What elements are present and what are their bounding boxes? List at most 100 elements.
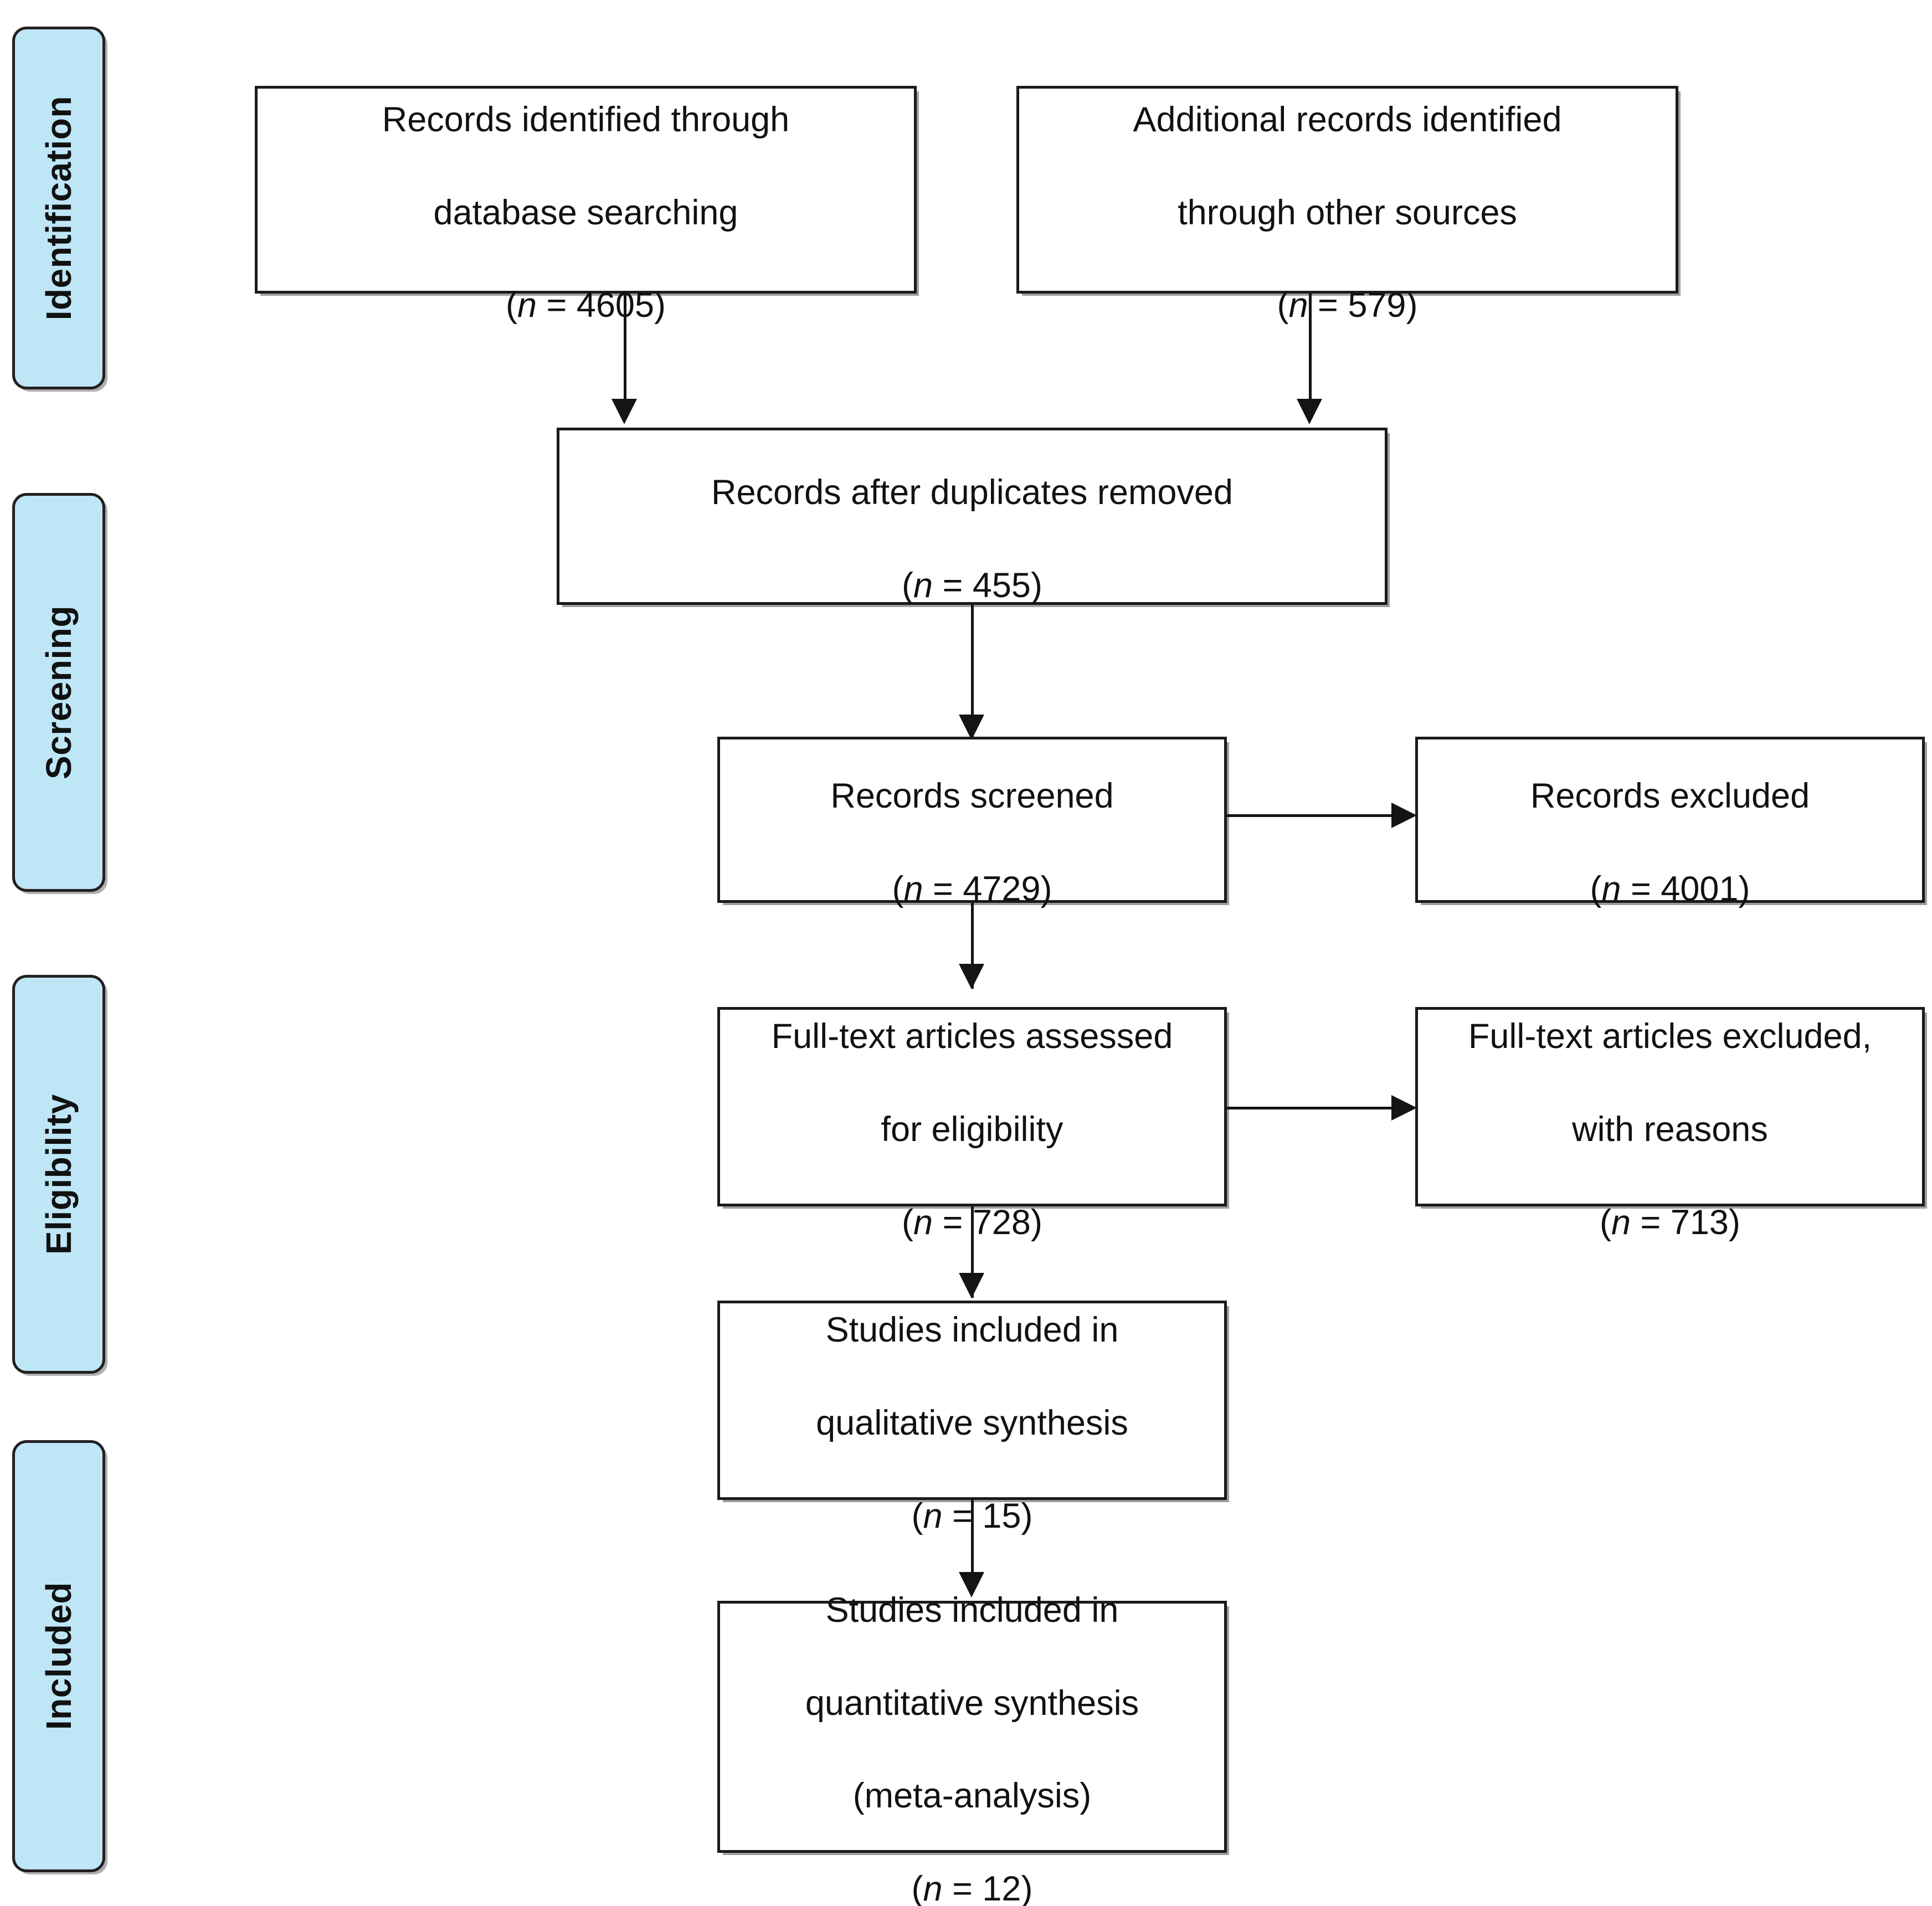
box-studies-included-quantitative-synthesis-text: Studies included in quantitative synthes…: [805, 1541, 1139, 1906]
n-value: 4605: [576, 286, 654, 325]
n-suffix: ): [1040, 869, 1052, 908]
line-2: database searching: [433, 193, 738, 232]
connector-fulltext-to-qualitative-line: [971, 1206, 974, 1298]
box-fulltext-assessed-for-eligibility-text: Full-text articles assessed for eligibil…: [772, 968, 1173, 1246]
stage-label-included: Included: [12, 1440, 105, 1872]
n-symbol: n: [1611, 1203, 1631, 1242]
connector-duplicates-to-screened-arrow: [959, 715, 984, 740]
n-suffix: ): [1728, 1203, 1740, 1242]
box-fulltext-articles-excluded: Full-text articles excluded, with reason…: [1415, 1007, 1925, 1242]
line-1: Records identified through: [382, 100, 790, 139]
n-suffix: ): [1406, 286, 1418, 325]
n-value: 4001: [1661, 869, 1739, 908]
n-symbol: n: [1288, 286, 1308, 325]
stage-label-screening: Screening: [12, 493, 105, 892]
n-eq: =: [933, 566, 973, 605]
box-studies-included-qualitative-synthesis-text: Studies included in qualitative synthesi…: [816, 1261, 1128, 1540]
n-prefix: (: [1277, 286, 1289, 325]
box-records-after-duplicates-removed: Records after duplicates removed (n = 45…: [557, 428, 1388, 605]
line-2: qualitative synthesis: [816, 1404, 1128, 1442]
stage-label-identification-text: Identification: [39, 95, 79, 321]
box-records-screened-text: Records screened (n = 4729): [830, 727, 1113, 912]
n-eq: =: [923, 869, 963, 908]
n-eq: =: [1308, 286, 1348, 325]
connector-fulltext-to-excluded-line: [1227, 1107, 1393, 1109]
n-eq: =: [942, 1869, 983, 1906]
n-symbol: n: [923, 1496, 943, 1535]
n-value: 15: [982, 1496, 1021, 1535]
n-prefix: (: [911, 1496, 923, 1535]
n-symbol: n: [1601, 869, 1621, 908]
connector-screened-to-excluded-arrow: [1391, 803, 1417, 828]
n-symbol: n: [913, 1203, 933, 1242]
n-value: 713: [1670, 1203, 1729, 1242]
n-prefix: (: [1590, 869, 1602, 908]
line-2: for eligibility: [881, 1110, 1063, 1149]
n-value: 455: [972, 566, 1031, 605]
stage-label-eligibility: Eligibility: [12, 975, 105, 1374]
n-eq: =: [933, 1203, 973, 1242]
box-fulltext-assessed-for-eligibility: Full-text articles assessed for eligibil…: [717, 1007, 1227, 1242]
line-2: quantitative synthesis: [805, 1683, 1139, 1723]
n-suffix: ): [1738, 869, 1750, 908]
n-prefix: (: [911, 1869, 923, 1906]
connector-fulltext-to-excluded-arrow: [1391, 1095, 1417, 1121]
connector-screened-to-excluded-line: [1227, 814, 1393, 817]
connector-other-to-duplicates-line: [1309, 294, 1312, 407]
n-prefix: (: [902, 1203, 913, 1242]
connector-fulltext-to-qualitative-arrow: [959, 1273, 984, 1298]
box-studies-included-qualitative-synthesis: Studies included in qualitative synthesi…: [717, 1301, 1227, 1535]
n-prefix: (: [1600, 1203, 1611, 1242]
connector-screened-to-fulltext-line: [971, 903, 974, 989]
n-eq: =: [942, 1496, 983, 1535]
connector-duplicates-to-screened-line: [971, 605, 974, 741]
line-1: Records excluded: [1530, 777, 1810, 816]
line-1: Full-text articles assessed: [771, 1017, 1173, 1056]
n-symbol: n: [913, 566, 933, 605]
n-eq: =: [1631, 1203, 1671, 1242]
box-records-identified-other-sources-text: Additional records identified through ot…: [1133, 50, 1562, 329]
line-1: Records screened: [830, 777, 1114, 816]
box-records-after-duplicates-removed-text: Records after duplicates removed (n = 45…: [711, 423, 1233, 609]
box-fulltext-articles-excluded-text: Full-text articles excluded, with reason…: [1468, 968, 1872, 1246]
line-2: with reasons: [1572, 1110, 1768, 1149]
n-symbol: n: [923, 1869, 943, 1906]
connector-screened-to-fulltext-arrow: [959, 964, 984, 989]
box-records-identified-database: Records identified through database sear…: [255, 86, 917, 325]
line-1: Studies included in: [825, 1311, 1119, 1350]
connector-database-to-duplicates-arrow: [612, 399, 637, 424]
n-value: 579: [1348, 286, 1406, 325]
n-suffix: ): [654, 286, 666, 325]
n-value: 728: [972, 1203, 1031, 1242]
connector-qualitative-to-quantitative-line: [971, 1500, 974, 1591]
n-value: 4729: [963, 869, 1041, 908]
line-1: Studies included in: [825, 1591, 1119, 1630]
line-1: Full-text articles excluded,: [1468, 1017, 1872, 1056]
stage-label-included-text: Included: [39, 1582, 79, 1730]
stage-label-identification: Identification: [12, 27, 105, 389]
line-1: Records after duplicates removed: [711, 473, 1233, 512]
stage-label-eligibility-text: Eligibility: [39, 1094, 79, 1255]
n-suffix: ): [1021, 1869, 1033, 1906]
n-eq: =: [537, 286, 577, 325]
n-value: 12: [982, 1869, 1021, 1906]
n-symbol: n: [517, 286, 537, 325]
n-symbol: n: [903, 869, 923, 908]
n-suffix: ): [1030, 1203, 1042, 1242]
box-records-screened: Records screened (n = 4729): [717, 737, 1227, 908]
box-records-identified-database-text: Records identified through database sear…: [382, 50, 789, 329]
connector-qualitative-to-quantitative-arrow: [959, 1572, 984, 1597]
n-prefix: (: [506, 286, 517, 325]
line-2: through other sources: [1178, 193, 1517, 232]
n-prefix: (: [892, 869, 904, 908]
line-3: (meta-analysis): [852, 1776, 1092, 1816]
box-records-excluded-text: Records excluded (n = 4001): [1530, 727, 1810, 912]
box-studies-included-quantitative-synthesis: Studies included in quantitative synthes…: [717, 1591, 1227, 1906]
n-suffix: ): [1021, 1496, 1033, 1535]
box-records-excluded: Records excluded (n = 4001): [1415, 737, 1925, 908]
n-eq: =: [1621, 869, 1661, 908]
connector-database-to-duplicates-line: [624, 294, 626, 407]
stage-label-screening-text: Screening: [39, 605, 79, 779]
line-1: Additional records identified: [1133, 100, 1562, 139]
